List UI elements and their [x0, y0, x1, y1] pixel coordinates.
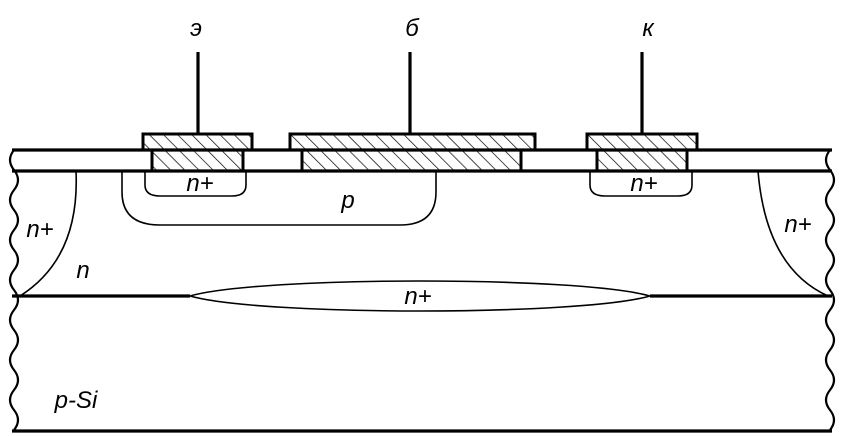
- right-isolation-region: [757, 170, 829, 297]
- left-break-edge: [8, 149, 20, 431]
- collector-contact: [585, 132, 699, 173]
- emitter-terminal-label: э: [190, 15, 202, 42]
- base-contact: [288, 132, 537, 173]
- collector-terminal-label: к: [642, 15, 655, 42]
- collector-region-label: n+: [630, 170, 657, 197]
- emitter-n-region: [144, 171, 247, 197]
- buried-layer: [187, 280, 653, 312]
- right-isolation-label: n+: [784, 211, 811, 238]
- emitter-contact: [141, 132, 254, 173]
- base-p-region: [121, 171, 437, 226]
- left-isolation-region: [19, 170, 78, 297]
- emitter-region-label: n+: [186, 170, 213, 197]
- buried-layer-label: n+: [404, 283, 431, 310]
- left-isolation-label: n+: [26, 216, 53, 243]
- epi-layer-label: n: [76, 257, 89, 284]
- collector-n-region: [589, 171, 693, 197]
- base-region-label: p: [340, 187, 354, 214]
- substrate-label: p-Si: [54, 387, 98, 414]
- right-break-edge: [824, 149, 836, 431]
- base-terminal-label: б: [405, 15, 420, 42]
